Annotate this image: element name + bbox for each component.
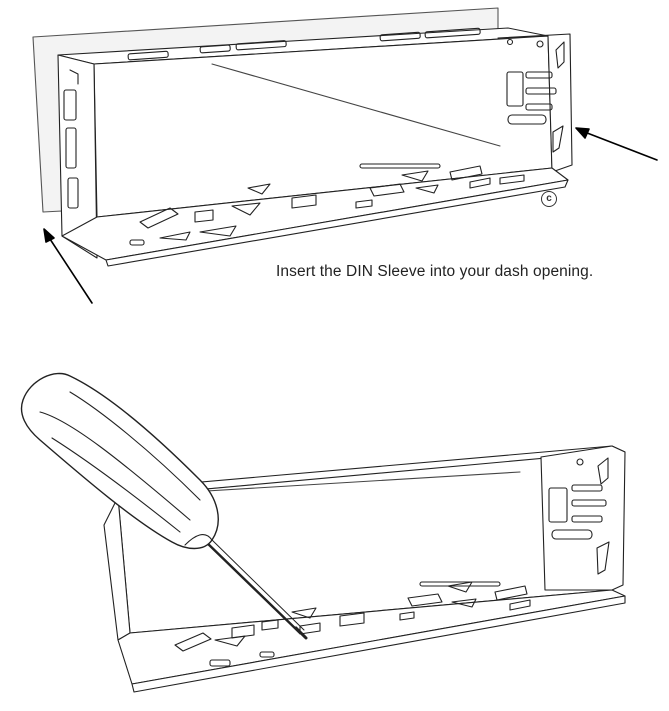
- screwdriver-icon: [20, 372, 308, 640]
- din-sleeve-insert-illustration: [32, 7, 658, 304]
- figure-caption: Insert the DIN Sleeve into your dash ope…: [276, 263, 594, 280]
- insert-direction-arrows: [43, 127, 658, 304]
- din-sleeve-installed: [103, 445, 626, 693]
- step-marker: c: [541, 191, 557, 207]
- din-sleeve: [57, 27, 573, 267]
- tab-bending-illustration: [20, 372, 626, 693]
